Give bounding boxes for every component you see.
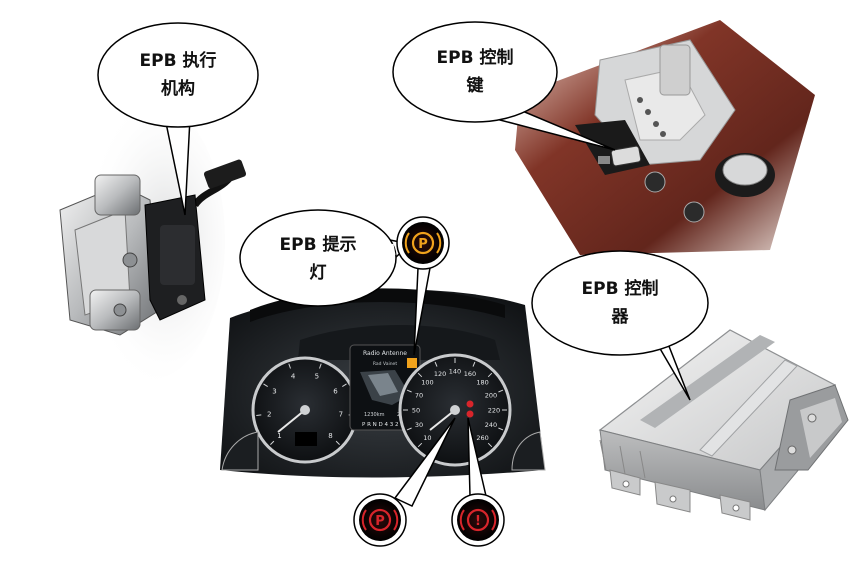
speed-tick-12: 260 xyxy=(476,434,488,442)
rpm-tick-mark-3 xyxy=(288,363,291,369)
odometer-left: 1230km xyxy=(364,412,385,418)
speed-tick-10: 220 xyxy=(488,406,500,414)
epb-red-lamp-callout: P xyxy=(353,417,456,547)
rpm-tick-0: 1 xyxy=(277,432,281,440)
rpm-tick-4: 5 xyxy=(315,373,319,381)
rpm-tick-2: 3 xyxy=(272,387,276,395)
brake-warning-icon: ! xyxy=(459,508,497,532)
callout-bubble-switch xyxy=(392,21,616,151)
display-station: Rad Vainet xyxy=(373,361,397,367)
epb-red-p-icon: P xyxy=(361,508,399,532)
callout-actuator-line2: 机构 xyxy=(161,79,195,99)
rpm-tick-mark-5 xyxy=(342,383,347,388)
speed-tick-mark-9 xyxy=(498,389,504,393)
gear-indicator: P R N D 4 3 2 xyxy=(362,422,398,428)
rpm-tick-3: 4 xyxy=(291,373,296,381)
callout-switch-line2: 键 xyxy=(466,76,484,96)
rpm-tick-1: 2 xyxy=(267,411,271,419)
caliper-image xyxy=(59,100,247,380)
callout-lamp-line1: EPB 提示 xyxy=(279,235,357,255)
display-title: Radio Antenne xyxy=(363,350,407,357)
speed-tick-11: 240 xyxy=(485,421,497,429)
callout-switch-line1: EPB 控制 xyxy=(436,48,514,68)
rpm-tick-5: 6 xyxy=(333,387,338,395)
callout-controller-line2: 器 xyxy=(611,307,629,327)
speed-tick-5: 120 xyxy=(434,370,446,378)
speed-tick-0: 10 xyxy=(423,434,431,442)
brake-warning-lamp-callout: ! xyxy=(451,417,505,547)
epb-amber-lamp-callout: P xyxy=(396,216,450,356)
speed-tick-mark-12 xyxy=(487,442,493,448)
speed-tick-mark-4 xyxy=(417,372,423,378)
callout-actuator-line1: EPB 执行 xyxy=(139,51,217,71)
speed-tick-mark-3 xyxy=(406,389,412,393)
speed-tick-mark-11 xyxy=(498,427,504,431)
rpm-tick-mark-1 xyxy=(256,414,262,416)
speed-tick-1: 30 xyxy=(415,421,423,429)
rpm-tick-7: 8 xyxy=(328,432,332,440)
callout-bubble-actuator xyxy=(97,22,259,216)
speed-tick-mark-8 xyxy=(487,372,493,378)
speed-tick-mark-0 xyxy=(417,442,423,448)
controller-image xyxy=(598,329,849,521)
rpm-tick-6: 7 xyxy=(339,411,343,419)
epb-red-symbol: P xyxy=(375,514,385,529)
callout-controller-line1: EPB 控制 xyxy=(581,279,659,299)
speed-tick-mark-5 xyxy=(434,361,438,367)
callout-text-lamp: EPB 提示 灯 xyxy=(258,231,378,287)
epb-amber-icon: P xyxy=(404,231,442,255)
speed-tick-7: 160 xyxy=(464,370,476,378)
speed-tick-2: 50 xyxy=(412,406,420,414)
rpm-tick-mark-2 xyxy=(263,383,268,388)
callout-lamp-line2: 灯 xyxy=(309,263,327,283)
speed-tick-3: 70 xyxy=(415,391,423,399)
rpm-tick-mark-7 xyxy=(335,440,340,445)
speed-tick-6: 140 xyxy=(449,367,461,375)
console-image xyxy=(515,20,815,255)
callout-text-controller: EPB 控制 器 xyxy=(560,275,680,331)
cluster-epb-lamp-icon xyxy=(407,358,417,368)
callout-text-switch: EPB 控制 键 xyxy=(415,44,535,100)
callout-text-actuator: EPB 执行 机构 xyxy=(118,47,238,103)
speed-tick-4: 100 xyxy=(421,379,433,387)
callout-bubble-controller xyxy=(531,250,709,401)
speed-tick-mark-7 xyxy=(472,361,476,367)
rpm-tick-mark-4 xyxy=(319,363,322,369)
callout-bubble-lamp xyxy=(239,209,412,307)
instrument-cluster-image: 1 2 3 4 5 6 7 8 Radio Antenne Rad Vainet 1230km… xyxy=(220,288,546,478)
speed-tick-8: 180 xyxy=(476,379,488,387)
rpm-tick-mark-0 xyxy=(270,440,275,445)
speed-tick-mark-1 xyxy=(406,427,412,431)
epb-amber-symbol: P xyxy=(418,237,428,252)
speed-tick-9: 200 xyxy=(485,391,497,399)
brake-warning-symbol: ! xyxy=(475,514,481,529)
